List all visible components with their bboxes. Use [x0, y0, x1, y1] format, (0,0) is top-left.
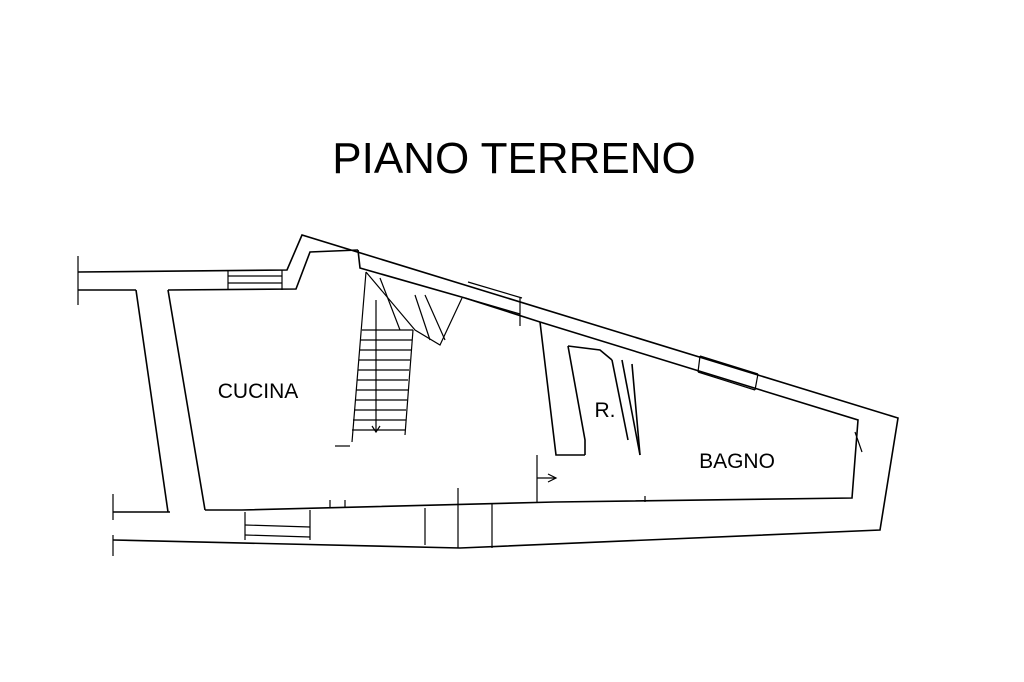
room-label-cucina: CUCINA: [218, 380, 299, 403]
room-label-ripostiglio: R.: [595, 399, 616, 422]
room-label-bagno: BAGNO: [699, 450, 775, 473]
outer-walls: [77, 234, 899, 556]
partition-walls: [135, 270, 863, 548]
plan-title: PIANO TERRENO: [332, 134, 695, 183]
staircase: [335, 271, 463, 447]
